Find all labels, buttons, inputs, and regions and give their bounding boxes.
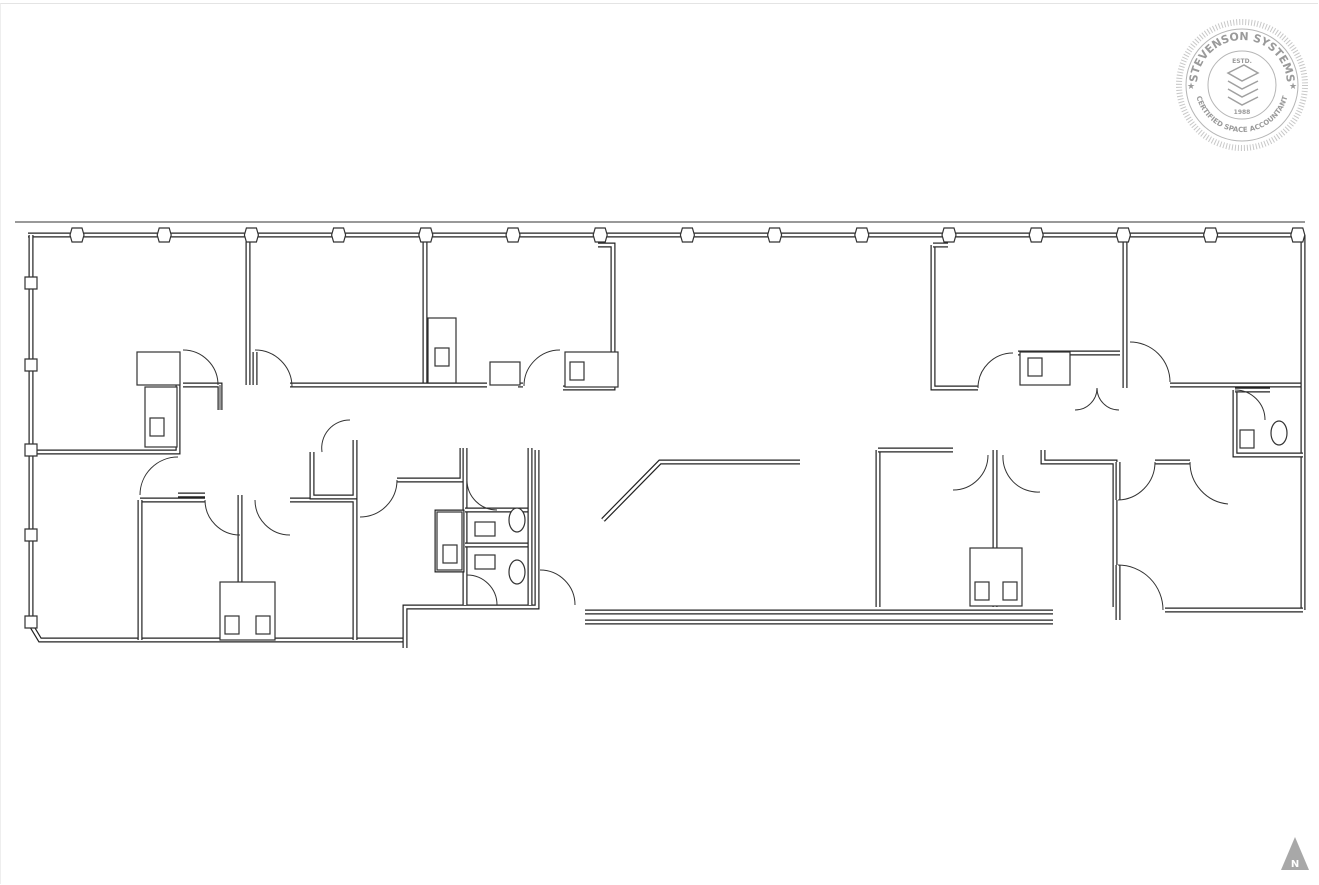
toilet <box>508 559 526 585</box>
wall-inner <box>290 498 357 640</box>
seal-estd: ESTD. <box>1232 58 1252 65</box>
mullion <box>592 227 608 243</box>
door-swing <box>182 349 219 386</box>
walls <box>28 232 1306 648</box>
sink <box>1002 581 1018 601</box>
door-swing <box>1234 389 1266 421</box>
door-swing <box>523 349 561 387</box>
door-swing <box>321 419 351 453</box>
door-swing <box>204 499 241 536</box>
wall-inner <box>29 235 407 648</box>
wall <box>28 235 408 648</box>
sink <box>474 521 496 537</box>
sink <box>1027 357 1043 377</box>
mullion <box>418 227 434 243</box>
sink <box>442 544 458 564</box>
sink <box>569 361 585 381</box>
door-swing <box>977 352 1014 389</box>
mullion <box>156 227 172 243</box>
star-icon: ★ <box>1289 82 1297 92</box>
north-arrow: N <box>1281 837 1309 870</box>
cabinet <box>489 361 521 386</box>
fixtures <box>136 317 1288 641</box>
door-swing <box>1002 454 1041 493</box>
door-swing <box>952 454 989 491</box>
mullion <box>1290 227 1306 243</box>
window-mullions <box>24 227 1306 629</box>
sink <box>974 581 990 601</box>
mullion <box>24 443 38 457</box>
doors <box>139 341 1266 611</box>
door-swing <box>254 349 293 388</box>
wall-inner <box>183 383 222 410</box>
door-swing <box>359 479 398 518</box>
wall-inner <box>31 385 180 454</box>
wall-inner <box>563 243 615 390</box>
drawing-frame <box>0 3 1318 884</box>
door-swing <box>466 479 498 511</box>
wall-inner <box>1041 450 1117 607</box>
mullion <box>1115 227 1132 243</box>
sink <box>474 554 496 570</box>
wall <box>309 440 358 500</box>
mullion <box>24 528 38 542</box>
sink <box>434 347 450 367</box>
mullion <box>1202 227 1219 243</box>
mullion <box>24 358 38 372</box>
mullion <box>243 227 260 243</box>
mullion <box>1028 227 1044 243</box>
door-swing <box>1129 341 1171 383</box>
north-label: N <box>1291 859 1299 870</box>
door-swing <box>1074 387 1098 411</box>
wall-inner <box>931 245 978 390</box>
wall-inner <box>403 450 539 648</box>
sink <box>1239 429 1255 449</box>
door-swing <box>466 574 498 606</box>
mullion <box>854 227 870 243</box>
cabinet <box>136 351 181 386</box>
wall-inner <box>602 460 800 521</box>
mullion <box>69 227 85 243</box>
mullion <box>330 227 347 243</box>
door-swing <box>1096 387 1120 411</box>
door-swing <box>254 499 291 536</box>
wall <box>1040 450 1118 607</box>
mullion <box>766 227 783 243</box>
cabinet <box>144 386 178 448</box>
sink <box>224 615 240 635</box>
mullion <box>505 227 521 243</box>
sink <box>255 615 271 635</box>
mullion <box>679 227 696 243</box>
door-swing <box>1117 564 1164 611</box>
door-swing <box>139 456 179 496</box>
wall-inner <box>1233 390 1303 457</box>
seal-year: 1988 <box>1234 109 1251 116</box>
wall-inner <box>310 440 357 499</box>
building-emblem-icon <box>1226 64 1260 106</box>
door-swing <box>539 569 576 606</box>
wall <box>397 448 465 483</box>
wall <box>930 245 978 391</box>
toilet <box>508 507 526 533</box>
wall-inner <box>397 448 464 482</box>
mullion <box>941 227 957 243</box>
wall <box>290 497 358 640</box>
door-swing <box>1117 461 1156 501</box>
door-swing <box>1189 461 1229 505</box>
sink <box>149 417 165 437</box>
toilet <box>1270 420 1288 446</box>
wall <box>183 382 223 410</box>
mullion <box>24 615 38 629</box>
star-icon: ★ <box>1187 82 1195 92</box>
mullion <box>24 276 38 290</box>
company-seal-logo: STEVENSON SYSTEMS CERTIFIED SPACE ACCOUN… <box>1176 19 1308 151</box>
